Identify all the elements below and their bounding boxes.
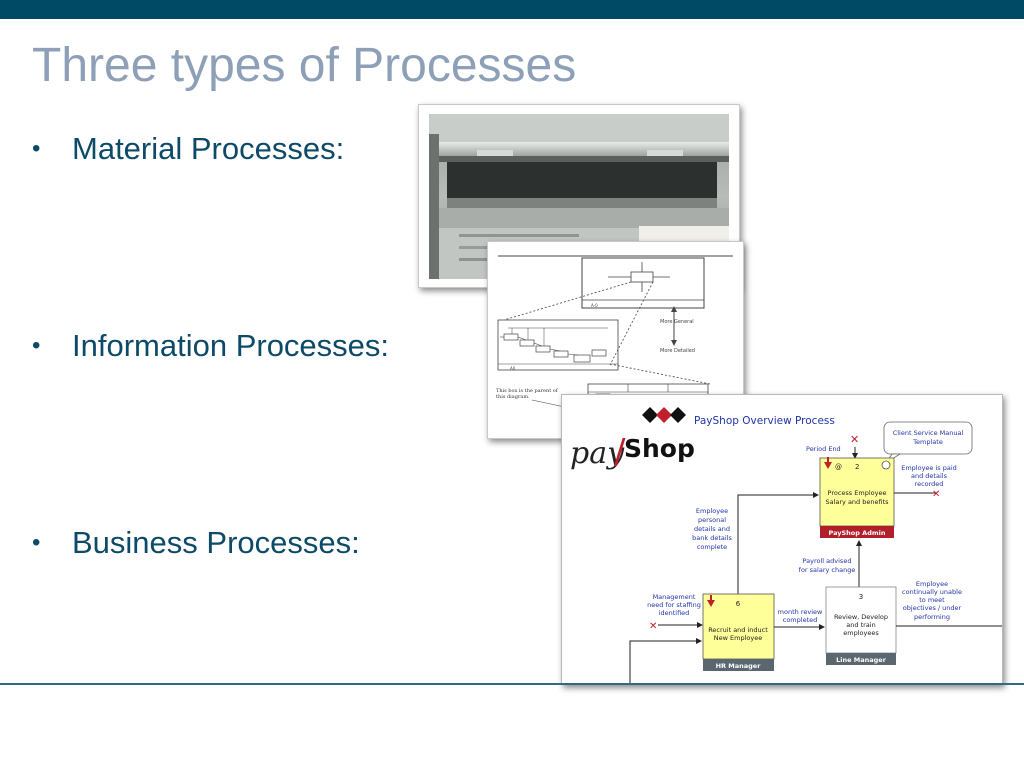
bullet-label: Business Processes: bbox=[72, 525, 360, 560]
employee-details-line4: bank details bbox=[692, 534, 732, 542]
unable-line3: to meet bbox=[919, 596, 945, 604]
out-paid-line1: Employee is paid bbox=[901, 464, 957, 472]
more-detailed-label: More Detailed bbox=[660, 348, 695, 354]
unable-line4: objectives / under bbox=[903, 604, 962, 612]
out-paid-line3: recorded bbox=[915, 480, 944, 488]
parent-note-line2: this diagram. bbox=[496, 394, 530, 400]
bullet-label: Information Processes: bbox=[72, 328, 390, 363]
activity-2-line1: Process Employee bbox=[828, 489, 887, 497]
logo-diamond-icon bbox=[656, 407, 672, 423]
payroll-advised-line1: Payroll advised bbox=[803, 557, 852, 565]
cross-icon: ✕ bbox=[850, 433, 859, 446]
activity-2-owner: PayShop Admin bbox=[828, 529, 885, 537]
payshop-title: PayShop Overview Process bbox=[694, 415, 835, 427]
down-arrow-icon bbox=[824, 462, 832, 469]
slide-title: Three types of Processes bbox=[32, 39, 577, 92]
employee-details-line1: Employee bbox=[696, 507, 728, 515]
activity-3-box: 3 Review, Develop and train employees Li… bbox=[825, 586, 897, 665]
management-line1: Management bbox=[653, 593, 696, 601]
activity-6-owner: HR Manager bbox=[716, 662, 762, 670]
callout-bubble bbox=[883, 421, 973, 455]
activity-6-line2: New Employee bbox=[714, 634, 762, 642]
management-line3: identified bbox=[659, 609, 690, 617]
more-general-label: More General bbox=[660, 319, 694, 325]
unable-line5: performing bbox=[914, 613, 950, 621]
activity-3-line3: employees bbox=[843, 629, 879, 637]
callout-line1: Client Service Manual bbox=[893, 429, 964, 437]
unable-line1: Employee bbox=[916, 580, 948, 588]
bullet-material-processes: • Material Processes: bbox=[32, 131, 344, 167]
logo-diamond-icon bbox=[642, 407, 658, 423]
month-review-line1: month review bbox=[778, 608, 823, 616]
business-process-diagram: pay / Shop PayShop Overview Process Clie… bbox=[561, 394, 1003, 685]
activity-6-box: 6 Recruit and induct New Employee HR Man… bbox=[702, 593, 775, 671]
payshop-logo: pay / Shop bbox=[570, 407, 695, 472]
comment-icon bbox=[881, 460, 891, 470]
payshop-process-diagram: pay / Shop PayShop Overview Process Clie… bbox=[570, 407, 1002, 684]
unable-line2: continually unable bbox=[902, 588, 962, 596]
employee-details-line3: details and bbox=[694, 525, 730, 533]
idef-child-label: A0 bbox=[510, 366, 516, 371]
activity-6-line1: Recruit and induct bbox=[708, 626, 768, 634]
activity-2-at: @ bbox=[835, 463, 842, 471]
logo-diamond-icon bbox=[670, 407, 686, 423]
payroll-advised-line2: for salary change bbox=[799, 566, 856, 574]
employee-details-line2: personal bbox=[698, 516, 726, 524]
activity-2-box: @ 2 Process Employee Salary and benefits… bbox=[819, 457, 895, 538]
top-banner-bar bbox=[0, 0, 1024, 19]
cross-icon: ✕ bbox=[649, 621, 657, 632]
idef-node-label: A-0 bbox=[591, 303, 598, 308]
activity-3-line1: Review, Develop bbox=[834, 613, 888, 621]
management-line2: need for staffing bbox=[647, 601, 701, 609]
idef0-decomposition-diagram: A-0 More General More Detailed A0 bbox=[496, 255, 733, 435]
out-paid-line2: and details bbox=[911, 472, 948, 480]
bullet-information-processes: • Information Processes: bbox=[32, 328, 389, 364]
activity-2-number: 2 bbox=[855, 463, 859, 471]
footer-rule bbox=[0, 683, 1024, 685]
logo-slash: / bbox=[614, 432, 626, 472]
employee-details-line5: complete bbox=[697, 543, 727, 551]
logo-pay-text: pay bbox=[570, 436, 625, 471]
bullet-label: Material Processes: bbox=[72, 131, 345, 166]
cross-icon: ✕ bbox=[932, 489, 940, 500]
callout-line2: Template bbox=[912, 438, 943, 446]
activity-3-number: 3 bbox=[859, 593, 863, 601]
activity-6-number: 6 bbox=[736, 600, 741, 608]
bullet-dot: • bbox=[32, 332, 41, 359]
parent-note-line1: This box is the parent of bbox=[496, 388, 559, 394]
activity-3-line2: and train bbox=[846, 621, 875, 629]
activity-2-line2: Salary and benefits bbox=[825, 498, 889, 506]
period-end-label: Period End bbox=[806, 445, 841, 453]
activity-3-owner: Line Manager bbox=[836, 656, 887, 664]
logo-shop-text: Shop bbox=[624, 434, 695, 463]
bullet-dot: • bbox=[32, 135, 41, 162]
bullet-dot: • bbox=[32, 529, 41, 556]
down-arrow-icon bbox=[707, 600, 715, 607]
bullet-business-processes: • Business Processes: bbox=[32, 525, 360, 561]
month-review-line2: completed bbox=[783, 616, 818, 624]
